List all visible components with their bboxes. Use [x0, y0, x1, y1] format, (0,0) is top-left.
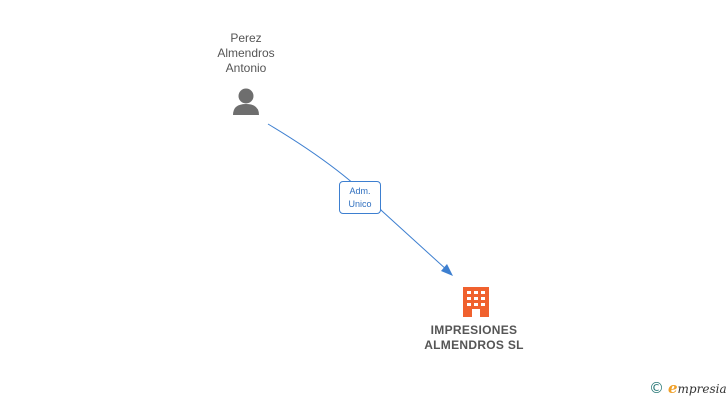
brand-logo-rest: mpresia	[677, 382, 727, 396]
brand-logo-initial: e	[668, 379, 678, 397]
role-label-line: Unico	[348, 199, 372, 209]
person-name-line: Almendros	[217, 46, 275, 60]
role-label-line: Adm.	[349, 186, 371, 196]
person-name-line: Antonio	[225, 61, 267, 75]
person-name-line: Perez	[230, 31, 262, 45]
person-name[interactable]: Perez Almendros Antonio	[186, 31, 306, 76]
brand-watermark: © empresia	[649, 378, 727, 398]
company-name-line: ALMENDROS SL	[424, 338, 524, 352]
copyright-icon: ©	[649, 378, 664, 397]
role-label[interactable]: Adm. Unico	[339, 181, 381, 214]
building-icon[interactable]	[463, 287, 489, 317]
company-name[interactable]: IMPRESIONES ALMENDROS SL	[394, 323, 554, 353]
company-name-line: IMPRESIONES	[430, 323, 518, 337]
connector-arrowhead	[441, 264, 453, 276]
brand-logo: empresia	[668, 379, 727, 397]
person-icon[interactable]	[233, 88, 259, 116]
